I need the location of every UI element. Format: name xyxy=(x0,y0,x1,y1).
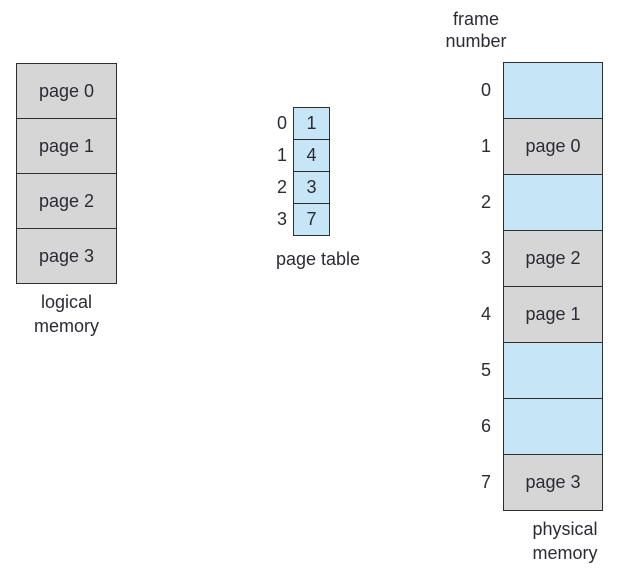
frame-number-label: 2 xyxy=(480,192,491,212)
logical-page-cell: page 3 xyxy=(16,228,117,284)
physical-frame-cell: page 3 xyxy=(503,454,603,511)
physical-frame-cell: page 1 xyxy=(503,286,603,343)
logical-page-cell: page 1 xyxy=(16,118,117,174)
logical-page-cell: page 2 xyxy=(16,173,117,229)
physical-memory-row: 1 page 0 xyxy=(477,118,603,175)
frame-number-label: 0 xyxy=(480,80,491,100)
physical-memory-row: 5 xyxy=(477,342,603,399)
physical-memory-row: 3 page 2 xyxy=(477,230,603,287)
frame-number-label: 7 xyxy=(480,472,491,492)
physical-memory-table: 0 1 page 0 2 3 page 2 4 page 1 5 6 7 page 3 xyxy=(477,62,603,511)
physical-frame-cell: page 0 xyxy=(503,118,603,175)
frame-number-label: 5 xyxy=(480,360,491,380)
page-table-index: 2 xyxy=(276,177,287,197)
frame-number-label: 3 xyxy=(480,248,491,268)
frame-number-header: frame number xyxy=(445,9,507,51)
physical-frame-cell xyxy=(503,62,603,119)
page-table-frame-value: 7 xyxy=(293,203,330,236)
page-table-index: 0 xyxy=(276,113,287,133)
physical-memory-row: 2 xyxy=(477,174,603,231)
physical-memory-row: 0 xyxy=(477,62,603,119)
physical-frame-cell xyxy=(503,342,603,399)
frame-number-label: 4 xyxy=(480,304,491,324)
physical-frame-cell: page 2 xyxy=(503,230,603,287)
physical-memory-row: 7 page 3 xyxy=(477,454,603,511)
frame-number-label: 6 xyxy=(480,416,491,436)
page-table-frame-value: 3 xyxy=(293,171,330,204)
page-table-index: 1 xyxy=(276,145,287,165)
page-table-frame-value: 4 xyxy=(293,139,330,172)
page-table-index: 3 xyxy=(276,209,287,229)
physical-memory-label: physical memory xyxy=(532,519,598,563)
page-table-label: page table xyxy=(275,249,361,269)
page-table-frame-value: 1 xyxy=(293,107,330,140)
physical-memory-row: 6 xyxy=(477,398,603,455)
logical-page-cell: page 0 xyxy=(16,63,117,119)
frame-number-label: 1 xyxy=(480,136,491,156)
physical-frame-cell xyxy=(503,398,603,455)
physical-memory-row: 4 page 1 xyxy=(477,286,603,343)
logical-memory-label: logical memory xyxy=(33,292,99,336)
physical-frame-cell xyxy=(503,174,603,231)
